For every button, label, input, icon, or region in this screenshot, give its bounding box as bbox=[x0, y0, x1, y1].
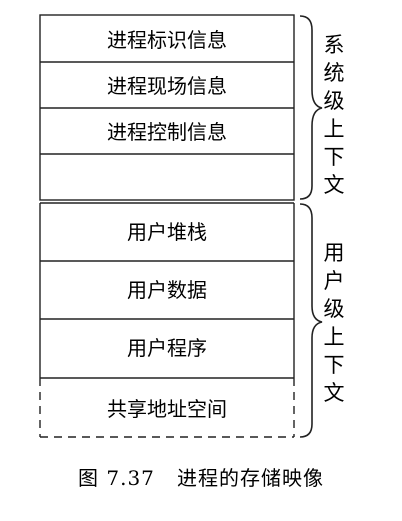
segment-process-context-info: 进程现场信息 bbox=[107, 74, 227, 98]
brace-label-char: 下 bbox=[324, 145, 345, 169]
shared-address-space-block: 共享地址空间 bbox=[39, 378, 295, 438]
segment-process-id-info: 进程标识信息 bbox=[107, 28, 227, 52]
system-context-brace bbox=[299, 15, 323, 200]
segment-user-data: 用户数据 bbox=[127, 278, 207, 302]
brace-label-char: 文 bbox=[324, 381, 345, 405]
brace-label-char: 文 bbox=[324, 173, 345, 197]
figure-caption: 图 7.37 进程的存储映像 bbox=[78, 466, 324, 490]
brace-label-char: 户 bbox=[324, 269, 345, 293]
brace-label-char: 下 bbox=[324, 353, 345, 377]
segment-shared-address-space: 共享地址空间 bbox=[107, 397, 227, 421]
brace-label-char: 级 bbox=[324, 297, 345, 321]
system-context-label: 系 统 级 上 下 文 bbox=[324, 33, 345, 197]
memory-diagram: 进程标识信息 进程现场信息 进程控制信息 用户堆栈 用户数据 用户程序 共享地址… bbox=[39, 14, 345, 438]
brace-label-char: 统 bbox=[324, 61, 345, 85]
brace-label-char: 上 bbox=[324, 117, 345, 141]
segment-user-program: 用户程序 bbox=[127, 336, 207, 360]
brace-label-char: 用 bbox=[324, 241, 345, 265]
brace-label-char: 级 bbox=[324, 89, 345, 113]
brace-label-char: 上 bbox=[324, 325, 345, 349]
brace-label-char: 系 bbox=[324, 33, 345, 57]
system-context-block: 进程标识信息 进程现场信息 进程控制信息 bbox=[39, 14, 295, 201]
user-context-brace bbox=[299, 203, 323, 438]
user-context-block: 用户堆栈 用户数据 用户程序 bbox=[39, 202, 295, 379]
segment-process-control-info: 进程控制信息 bbox=[107, 120, 227, 144]
segment-user-stack: 用户堆栈 bbox=[127, 220, 207, 244]
user-context-label: 用 户 级 上 下 文 bbox=[324, 241, 345, 405]
